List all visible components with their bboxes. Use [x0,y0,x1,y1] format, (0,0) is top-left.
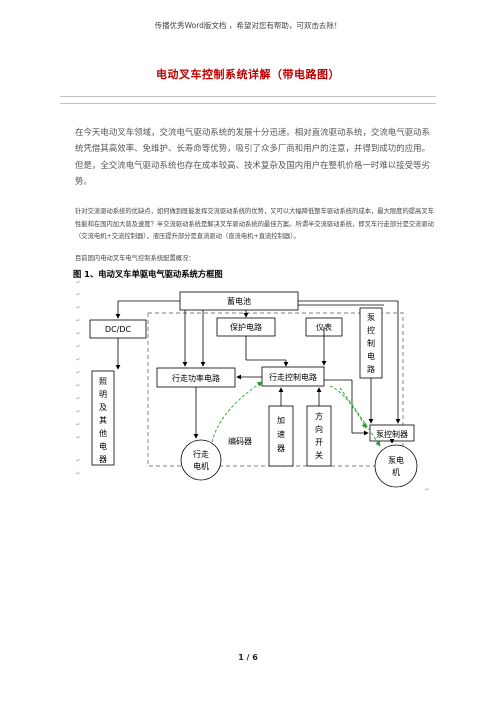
paragraph-mark: ↵ [76,357,81,363]
drive-motor-label: 行走 [193,449,209,459]
direction-switch-char: 开 [315,438,323,447]
paragraph-mark: ↵ [425,487,430,493]
paragraph-mark: ↵ [76,280,81,286]
pump-control-char: 泵 [367,313,375,322]
paragraph-mark: ↵ [76,383,81,389]
feedback-connections [211,381,381,447]
paragraph-mark: ↵ [76,471,81,477]
lighting-char: 及 [99,403,107,412]
pump-motor-label: 机 [392,467,400,477]
lighting-char: 他 [99,428,107,438]
direction-switch-char: 关 [315,450,323,460]
pump-motor-label: 泵电 [388,455,404,465]
dcdc-label: DC/DC [105,325,132,334]
protection-circuit-label: 保护电路 [230,322,262,332]
drive-control-circuit-box [261,366,325,387]
paragraph-mark: ↵ [76,458,81,464]
drive-motor-label: 电机 [193,461,209,471]
lighting-char: 器 [99,455,107,464]
lighting-char: 电 [99,441,107,451]
paragraph-mark: ↵ [76,409,81,415]
pump-control-char: 路 [367,364,375,374]
drive-power-circuit-label: 行走功率电路 [172,373,220,383]
paragraph-mark: ↵ [76,344,81,350]
direction-switch-char: 向 [315,424,323,434]
lighting-box [91,370,115,466]
paragraph-mark: ↵ [76,396,81,402]
paragraph-mark: ↵ [76,370,81,376]
pump-control-char: 制 [367,338,375,348]
accelerator-char: 速 [277,430,285,439]
battery-label: 蓄电池 [227,296,251,306]
paragraph-mark: ↵ [76,318,81,324]
accelerator-char: 加 [277,415,285,425]
encoder-label: 编码器 [228,436,252,446]
paragraph-mark: ↵ [76,435,81,441]
paragraph-mark: ↵ [76,422,81,428]
paragraph-mark: ↵ [76,292,81,298]
direction-switch-char: 方 [315,411,323,421]
pump-control-char: 控 [367,325,375,335]
paragraph-2: 针对交流驱动系统的优缺点，如何做到既能发挥交流驱动系统的优势，又可以大幅降低整车… [75,208,434,241]
intro-paragraph: 在今天电动叉车领域，交流电气驱动系统的发展十分迅速。相对直流驱动系统，交流电气驱… [75,127,430,187]
divider [60,103,436,104]
header-note: 传播优秀Word版文档 ，希望对您有帮助，可双击去除！ [154,21,342,30]
page-number: 1 / 6 [238,653,258,662]
lighting-char: 其 [99,416,107,425]
paragraph-mark: ↵ [76,331,81,337]
lighting-char: 明 [99,390,107,399]
accelerator-char: 器 [277,444,285,453]
document-title: 电动叉车控制系统详解（带电路图） [156,68,340,81]
paragraph-mark: ↵ [76,305,81,311]
direction-switch-box [306,405,332,467]
drive-motor [180,439,222,481]
pump-control-char: 电 [367,351,375,361]
paragraph-3: 目前国内电动叉车电气控制系统配置概况： [75,255,195,262]
lighting-char: 照 [99,377,107,386]
pump-controller-label: 泵控制器 [376,429,408,439]
pump-motor [374,444,418,488]
drive-control-circuit-label: 行走控制电路 [269,372,317,382]
divider [60,96,436,97]
figure-caption: 图 1、电动叉车单驱电气驱动系统方框图 [73,269,223,279]
